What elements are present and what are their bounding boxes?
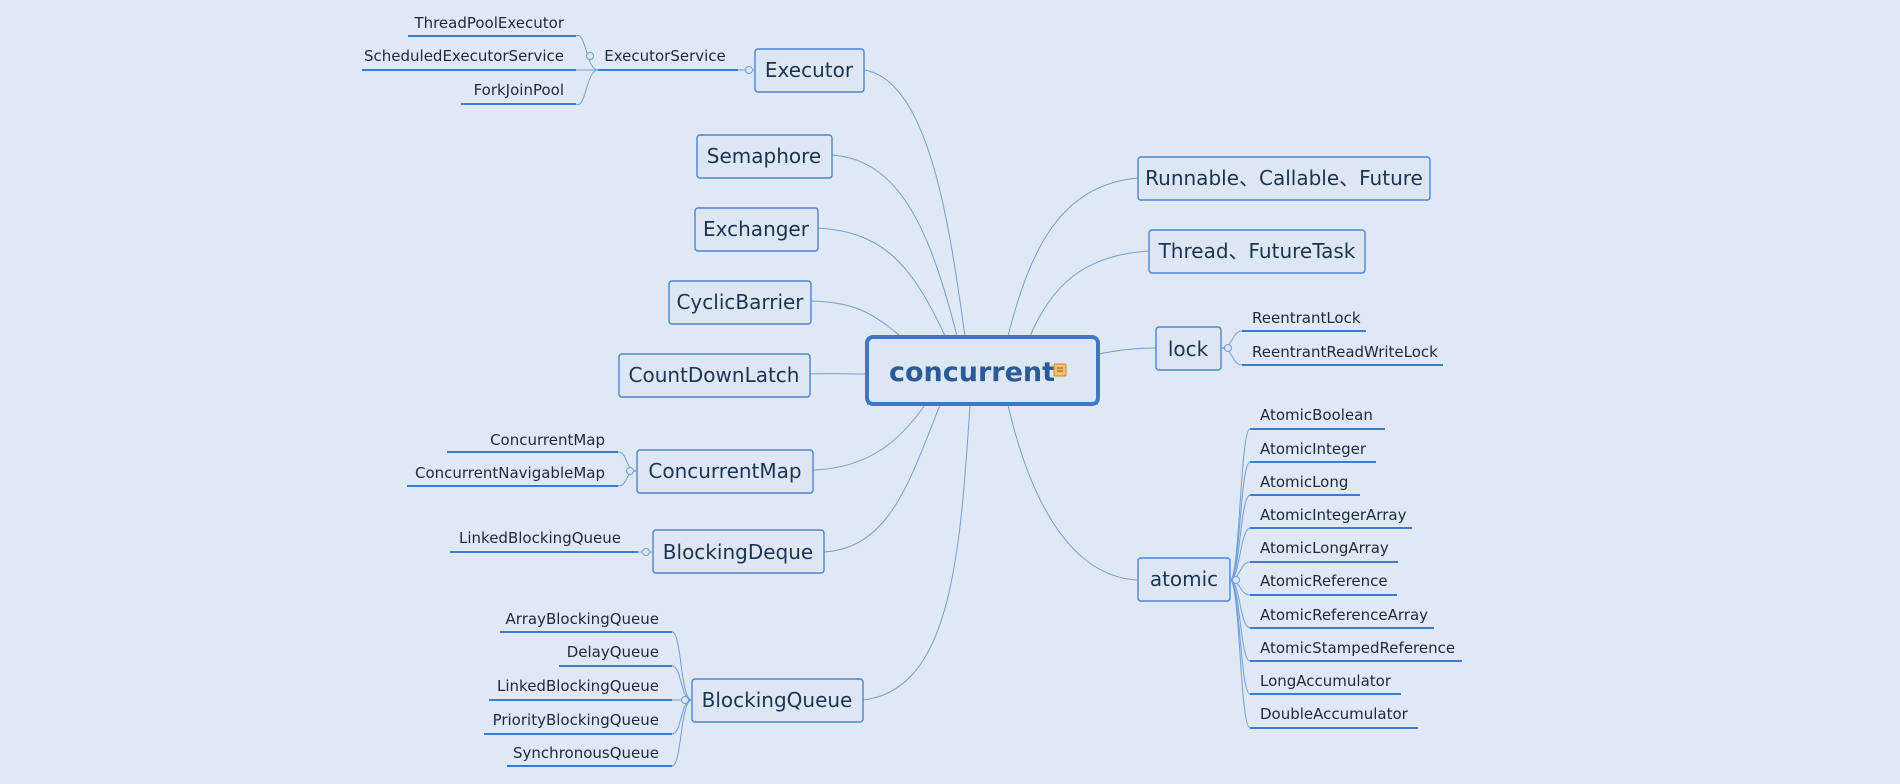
topic-concurrentmap[interactable]: ConcurrentMap xyxy=(636,449,814,494)
leaf-arrayblockingqueue[interactable]: ArrayBlockingQueue xyxy=(506,610,659,628)
topic-blockingdeque-label: BlockingDeque xyxy=(663,540,813,564)
collapse-knob[interactable] xyxy=(626,467,634,475)
topic-concurrentmap-label: ConcurrentMap xyxy=(648,459,801,483)
root-label: concurrent xyxy=(889,357,1055,388)
lock-subtree: ReentrantLock ReentrantReadWriteLock xyxy=(1220,309,1443,366)
topic-runnable-callable-future[interactable]: Runnable、Callable、Future xyxy=(1137,156,1431,201)
collapse-knob[interactable] xyxy=(586,52,594,60)
topic-lock-label: lock xyxy=(1168,337,1209,361)
leaf-atomicreference[interactable]: AtomicReference xyxy=(1260,572,1388,590)
collapse-knob[interactable] xyxy=(1232,576,1240,584)
leaf-atomicintegerarray[interactable]: AtomicIntegerArray xyxy=(1260,506,1407,524)
topic-exchanger-label: Exchanger xyxy=(703,217,810,241)
topic-atomic-label: atomic xyxy=(1150,567,1218,591)
leaf-priorityblockingqueue[interactable]: PriorityBlockingQueue xyxy=(493,711,659,729)
topic-semaphore[interactable]: Semaphore xyxy=(696,134,833,179)
concurrentmap-subtree: ConcurrentMap ConcurrentNavigableMap xyxy=(407,431,638,487)
note-icon[interactable] xyxy=(1053,363,1067,377)
collapse-knob[interactable] xyxy=(1224,344,1232,352)
executor-subtree: ExecutorService ThreadPoolExecutor Sched… xyxy=(362,14,755,105)
atomic-subtree: AtomicBoolean AtomicInteger AtomicLong A… xyxy=(1229,406,1462,729)
topic-blockingdeque[interactable]: BlockingDeque xyxy=(652,529,825,574)
blockingqueue-subtree: ArrayBlockingQueue DelayQueue LinkedBloc… xyxy=(484,610,693,767)
topic-blockingqueue-label: BlockingQueue xyxy=(702,688,853,712)
root-connectors xyxy=(809,69,1157,701)
topic-countdownlatch-label: CountDownLatch xyxy=(629,363,800,387)
topic-countdownlatch[interactable]: CountDownLatch xyxy=(618,353,811,398)
leaf-atomicboolean[interactable]: AtomicBoolean xyxy=(1260,406,1373,424)
collapse-knob[interactable] xyxy=(642,548,650,556)
collapse-knob[interactable] xyxy=(681,696,689,704)
leaf-threadpoolexecutor[interactable]: ThreadPoolExecutor xyxy=(413,14,564,32)
topic-cyclicbarrier-label: CyclicBarrier xyxy=(676,290,804,314)
topic-thread-futuretask[interactable]: Thread、FutureTask xyxy=(1148,229,1366,274)
leaf-longaccumulator[interactable]: LongAccumulator xyxy=(1260,672,1392,690)
leaf-synchronousqueue[interactable]: SynchronousQueue xyxy=(513,744,659,762)
topic-executor-label: Executor xyxy=(765,58,854,82)
topic-executor[interactable]: Executor xyxy=(754,48,865,93)
topic-thread-label: Thread、FutureTask xyxy=(1158,239,1356,263)
subtopic-executorservice[interactable]: ExecutorService xyxy=(604,47,726,65)
leaf-linkedblockingqueue-2[interactable]: LinkedBlockingQueue xyxy=(497,677,659,695)
leaf-atomicreferencearray[interactable]: AtomicReferenceArray xyxy=(1260,606,1428,624)
leaf-reentrantlock[interactable]: ReentrantLock xyxy=(1252,309,1361,327)
leaf-atomiclong[interactable]: AtomicLong xyxy=(1260,473,1348,491)
leaf-reentrantreadwritelock[interactable]: ReentrantReadWriteLock xyxy=(1252,343,1438,361)
leaf-concurrentmap[interactable]: ConcurrentMap xyxy=(490,431,605,449)
leaf-atomicstampedreference[interactable]: AtomicStampedReference xyxy=(1260,639,1455,657)
leaf-linkedblockingqueue[interactable]: LinkedBlockingQueue xyxy=(459,529,621,547)
root-node[interactable]: concurrent xyxy=(865,335,1100,406)
topic-semaphore-label: Semaphore xyxy=(707,144,821,168)
topic-blockingqueue[interactable]: BlockingQueue xyxy=(691,678,864,723)
leaf-forkjoinpool[interactable]: ForkJoinPool xyxy=(474,81,564,99)
topic-atomic[interactable]: atomic xyxy=(1137,557,1231,602)
collapse-knob[interactable] xyxy=(745,66,753,74)
leaf-atomiclongarray[interactable]: AtomicLongArray xyxy=(1260,539,1389,557)
leaf-concurrentnavigablemap[interactable]: ConcurrentNavigableMap xyxy=(415,464,605,482)
leaf-doubleaccumulator[interactable]: DoubleAccumulator xyxy=(1260,705,1409,723)
topic-lock[interactable]: lock xyxy=(1155,326,1222,371)
leaf-delayqueue[interactable]: DelayQueue xyxy=(567,643,659,661)
blockingdeque-subtree: LinkedBlockingQueue xyxy=(450,529,653,556)
topic-exchanger[interactable]: Exchanger xyxy=(694,207,819,252)
topic-cyclicbarrier[interactable]: CyclicBarrier xyxy=(668,280,812,325)
leaf-scheduledexecutorservice[interactable]: ScheduledExecutorService xyxy=(364,47,564,65)
topic-runnable-label: Runnable、Callable、Future xyxy=(1145,166,1423,190)
leaf-atomicinteger[interactable]: AtomicInteger xyxy=(1260,440,1367,458)
